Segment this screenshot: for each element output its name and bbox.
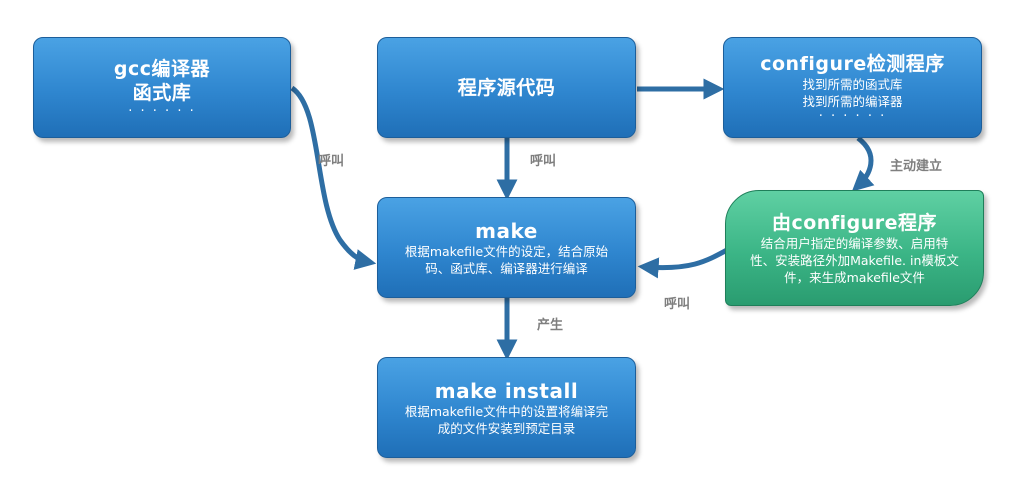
node-gcc-dots: · · · · · · (128, 103, 196, 119)
arrow-gcc-to-make (290, 85, 377, 270)
edge-label-makefile-to-make: 呼叫 (664, 297, 691, 312)
node-source-title: 程序源代码 (457, 76, 556, 99)
arrow-configure-to-makefile (851, 136, 875, 192)
node-source: 程序源代码 (377, 37, 636, 138)
node-install-line2: 成的文件安装到预定目录 (437, 420, 576, 436)
node-makefile-generator: 由configure程序 结合用户指定的编译参数、启用特 性、安装路径外加Mak… (725, 190, 984, 306)
node-gcc: gcc编译器 函式库 · · · · · · (33, 37, 291, 138)
edge-label-configure-build: 主动建立 (890, 159, 943, 174)
node-makefile-generator-title: 由configure程序 (771, 211, 937, 234)
node-make-line2: 码、函式库、编译器进行编译 (425, 260, 588, 276)
node-install: make install 根据makefile文件中的设置将编译完 成的文件安装… (377, 357, 636, 458)
arrow-makefile-to-make (637, 247, 729, 279)
edge-label-gcc-to-make: 呼叫 (318, 154, 345, 169)
node-configure-line1: 找到所需的函式库 (802, 76, 903, 92)
node-gcc-line1: 函式库 (132, 81, 192, 104)
node-makefile-generator-line3: 件，来生成makefile文件 (784, 269, 925, 285)
node-make-title: make (475, 218, 538, 243)
node-install-title: make install (434, 378, 579, 403)
node-configure-title: configure检测程序 (760, 52, 945, 75)
edge-label-make-to-install: 产生 (537, 318, 564, 333)
node-configure-line2: 找到所需的编译器 (802, 93, 903, 109)
node-make: make 根据makefile文件的设定，结合原始 码、函式库、编译器进行编译 (377, 197, 636, 298)
node-makefile-generator-line1: 结合用户指定的编译参数、启用特 (760, 235, 949, 251)
node-install-line1: 根据makefile文件中的设置将编译完 (404, 403, 609, 419)
edge-label-source-to-make: 呼叫 (530, 154, 557, 169)
node-gcc-title: gcc编译器 (113, 57, 211, 80)
node-make-line1: 根据makefile文件的设定，结合原始 (404, 243, 609, 259)
node-configure-dots: · · · · · · (818, 108, 887, 124)
node-makefile-generator-line2: 性、安装路径外加Makefile. in模板文 (750, 252, 959, 268)
node-configure: configure检测程序 找到所需的函式库 找到所需的编译器 · · · · … (723, 37, 982, 138)
